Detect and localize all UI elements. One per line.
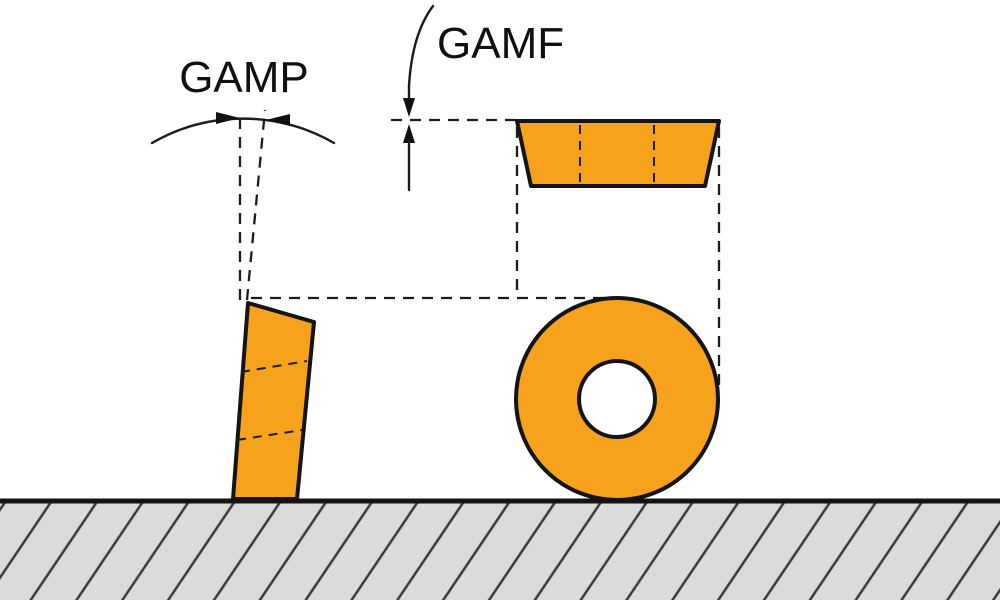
- gamf-construction: GAMF: [391, 4, 564, 192]
- gamf-label: GAMF: [437, 19, 564, 68]
- projection-lines: [251, 127, 721, 390]
- gamf-arrow-down-icon: [403, 98, 415, 117]
- gamp-label: GAMP: [179, 53, 309, 102]
- ground-surface: [0, 498, 1000, 600]
- side-insert-body: [231, 301, 316, 501]
- gamf-leader-line: [407, 4, 435, 88]
- gamp-arrow-right-icon: [266, 114, 290, 126]
- round-insert: [514, 296, 720, 502]
- top-view-insert: [515, 119, 721, 188]
- gamp-arrow-left-icon: [216, 112, 240, 124]
- gamp-tilt-extension-line: [245, 109, 267, 301]
- gamp-angle-arc: [150, 117, 336, 145]
- ground-hatch-area: [0, 502, 1000, 600]
- top-insert-body: [515, 119, 721, 188]
- gamp-construction: GAMP: [150, 53, 336, 301]
- round-insert-hole: [577, 359, 657, 439]
- side-insert-hidden-line-1: [240, 360, 308, 373]
- side-insert-hidden-line-2: [236, 429, 303, 441]
- gamf-arrow-up-icon: [403, 124, 415, 143]
- side-view-insert: [231, 301, 316, 501]
